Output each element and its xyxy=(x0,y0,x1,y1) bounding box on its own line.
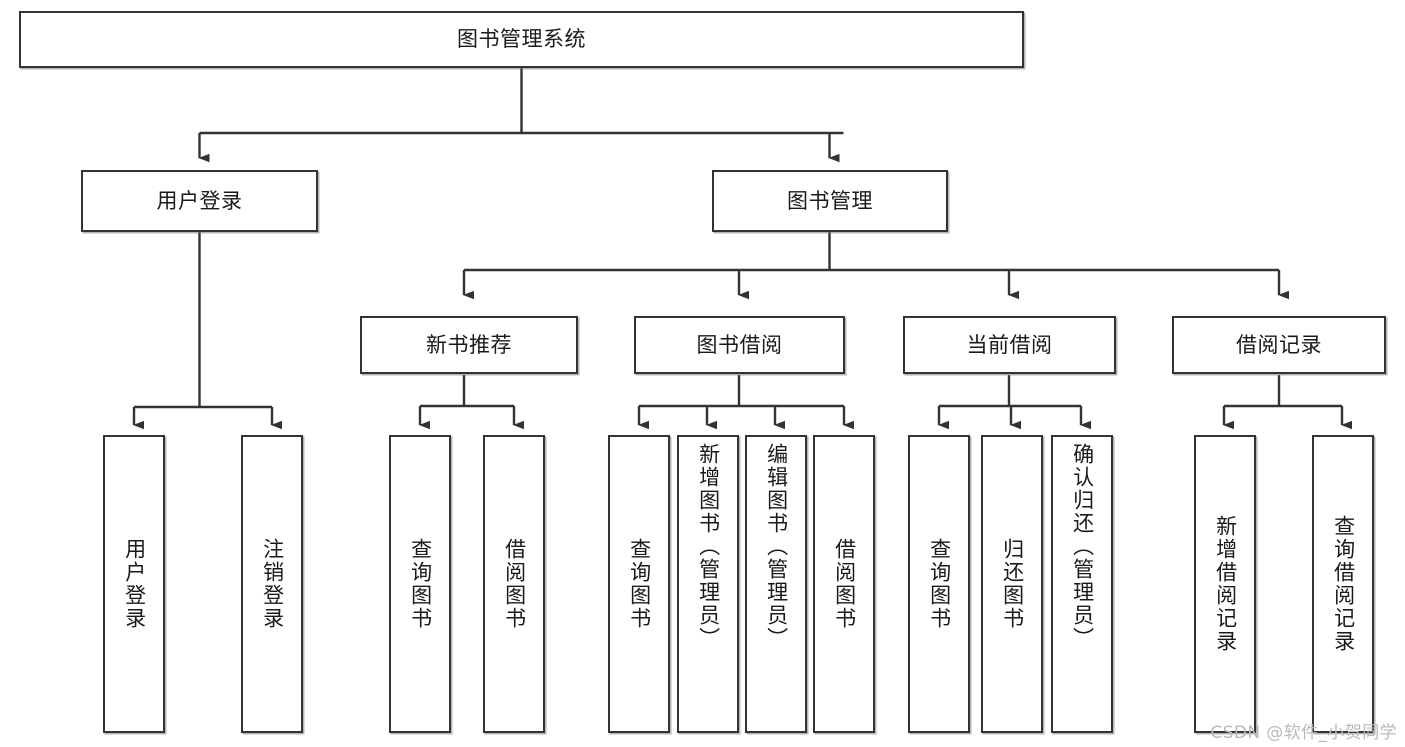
leaf-current-borrow-return-books-label: 归还图书 xyxy=(1000,538,1025,630)
node-root-label: 图书管理系统 xyxy=(457,27,586,52)
leaf-current-borrow-query-books[interactable]: 查询图书 xyxy=(908,435,970,733)
node-book-borrow[interactable]: 图书借阅 xyxy=(634,316,845,374)
node-new-book-recommend-label: 新书推荐 xyxy=(426,332,512,357)
node-new-book-recommend[interactable]: 新书推荐 xyxy=(360,316,578,374)
leaf-new-book-query-books-label: 查询图书 xyxy=(408,538,433,630)
leaf-book-borrow-edit-book-label: 编辑图书（管理员） xyxy=(764,443,789,650)
leaf-user-login-logout[interactable]: 注销登录 xyxy=(241,435,303,733)
leaf-current-borrow-return-books[interactable]: 归还图书 xyxy=(981,435,1043,733)
leaf-borrow-record-query-record[interactable]: 查询借阅记录 xyxy=(1312,435,1374,733)
node-current-borrow-label: 当前借阅 xyxy=(966,332,1053,357)
node-user-login[interactable]: 用户登录 xyxy=(81,170,318,232)
leaf-book-borrow-borrow-book[interactable]: 借阅图书 xyxy=(813,435,875,733)
node-user-login-label: 用户登录 xyxy=(156,188,243,213)
leaf-book-borrow-add-book-label: 新增图书（管理员） xyxy=(696,443,721,650)
leaf-borrow-record-add-record[interactable]: 新增借阅记录 xyxy=(1194,435,1256,733)
node-current-borrow[interactable]: 当前借阅 xyxy=(903,316,1116,374)
leaf-user-login-logout-label: 注销登录 xyxy=(260,538,285,630)
node-borrow-record[interactable]: 借阅记录 xyxy=(1172,316,1386,374)
node-root[interactable]: 图书管理系统 xyxy=(19,11,1024,68)
leaf-new-book-borrow-books-label: 借阅图书 xyxy=(502,538,527,630)
leaf-book-borrow-edit-book[interactable]: 编辑图书（管理员） xyxy=(745,435,807,733)
leaf-book-borrow-query-books[interactable]: 查询图书 xyxy=(608,435,670,733)
leaf-current-borrow-confirm-return[interactable]: 确认归还（管理员） xyxy=(1051,435,1113,733)
node-book-borrow-label: 图书借阅 xyxy=(696,332,783,357)
node-borrow-record-label: 借阅记录 xyxy=(1236,332,1322,357)
node-book-management[interactable]: 图书管理 xyxy=(712,170,948,232)
leaf-current-borrow-query-books-label: 查询图书 xyxy=(927,538,952,630)
leaf-borrow-record-query-record-label: 查询借阅记录 xyxy=(1331,515,1356,653)
leaf-book-borrow-borrow-book-label: 借阅图书 xyxy=(832,538,857,630)
leaf-current-borrow-confirm-return-label: 确认归还（管理员） xyxy=(1070,443,1095,650)
leaf-user-login-login-label: 用户登录 xyxy=(122,538,147,630)
leaf-borrow-record-add-record-label: 新增借阅记录 xyxy=(1213,515,1238,653)
leaf-book-borrow-query-books-label: 查询图书 xyxy=(627,538,652,630)
node-book-management-label: 图书管理 xyxy=(787,188,873,213)
leaf-new-book-borrow-books[interactable]: 借阅图书 xyxy=(483,435,545,733)
leaf-user-login-login[interactable]: 用户登录 xyxy=(103,435,165,733)
leaf-new-book-query-books[interactable]: 查询图书 xyxy=(389,435,451,733)
leaf-book-borrow-add-book[interactable]: 新增图书（管理员） xyxy=(677,435,739,733)
